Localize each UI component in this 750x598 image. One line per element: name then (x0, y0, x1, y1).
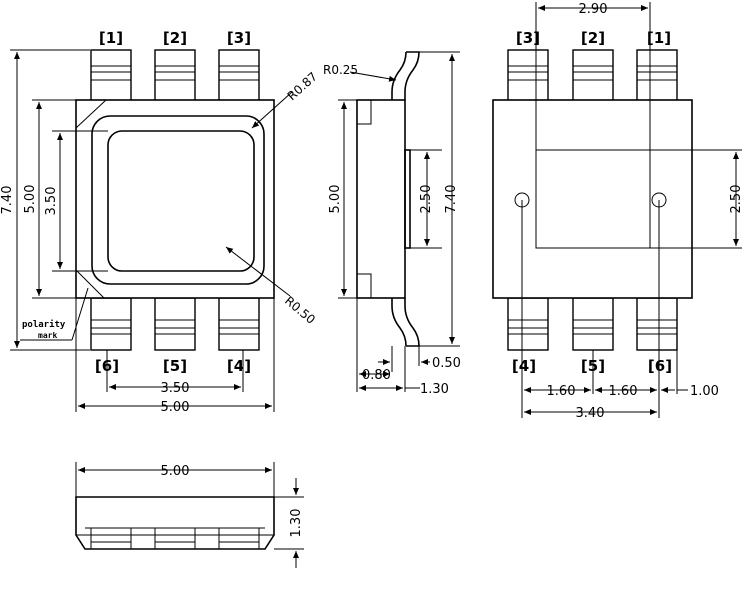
front-radius-inner: R0.50 (282, 294, 318, 327)
front-pin-label-5: [5] (163, 357, 187, 375)
front-view: [1] [2] [3] [6] [5] [4] 7.40 5.00 3.50 3… (0, 29, 320, 415)
front-dim-height-window: 3.50 (44, 187, 59, 216)
front-window-outer (91, 115, 265, 285)
back-dim-top-span: 2.90 (579, 2, 608, 17)
side-dim-height: 1.30 (420, 382, 449, 397)
side-dim-body: 5.00 (328, 185, 343, 214)
front-pin-label-1: [1] (99, 29, 123, 47)
front-dim-height-body: 5.00 (23, 185, 38, 214)
polarity-label: polarity (22, 319, 66, 330)
back-pin-label-6: [6] (648, 357, 672, 375)
back-top-pins (507, 49, 678, 103)
front-dim-width-body: 5.00 (161, 400, 190, 415)
side-dim-window: 2.50 (419, 185, 434, 214)
end-view: 5.00 1.30 (75, 462, 304, 568)
front-top-pins (90, 49, 260, 103)
back-pin-label-4: [4] (512, 357, 536, 375)
front-horizontal-dims: 3.50 5.00 (75, 298, 275, 415)
back-view: [3] [2] [1] [4] [5] [6] 2.90 2.50 1.60 1… (492, 2, 744, 421)
front-pin-label-4: [4] (227, 357, 251, 375)
front-pin-label-2: [2] (163, 29, 187, 47)
side-dim-lead-thickness: 0.50 (432, 356, 461, 371)
back-dim-pitch-right: 1.60 (609, 384, 638, 399)
side-view: R0.25 5.00 2.50 7.40 0.50 0.80 1.30 (323, 51, 461, 397)
side-radius-lead: R0.25 (323, 63, 358, 77)
polarity-mark-label: mark (38, 331, 57, 340)
back-dim-window: 2.50 (729, 185, 744, 214)
front-vertical-dims: 7.40 5.00 3.50 (0, 49, 108, 351)
front-body (75, 99, 275, 299)
back-pin-label-1: [1] (647, 29, 671, 47)
back-dim-span: 3.40 (576, 406, 605, 421)
side-dim-total: 7.40 (444, 185, 459, 214)
back-pin-label-3: [3] (516, 29, 540, 47)
end-dim-height: 1.30 (289, 509, 304, 538)
end-dim-width: 5.00 (161, 464, 190, 479)
back-pin-label-2: [2] (581, 29, 605, 47)
back-dim-pitch-left: 1.60 (547, 384, 576, 399)
back-bottom-pins (507, 297, 678, 351)
front-pin-label-3: [3] (227, 29, 251, 47)
front-radius-outer: R0.87 (285, 69, 320, 103)
front-bottom-pins (90, 297, 260, 351)
front-dim-height-total: 7.40 (0, 186, 15, 215)
back-dim-edge: 1.00 (690, 384, 719, 399)
back-window (535, 149, 651, 249)
side-dim-offset: 0.80 (362, 368, 391, 383)
front-window-inner (107, 130, 255, 272)
front-dim-width-pins: 3.50 (161, 381, 190, 396)
